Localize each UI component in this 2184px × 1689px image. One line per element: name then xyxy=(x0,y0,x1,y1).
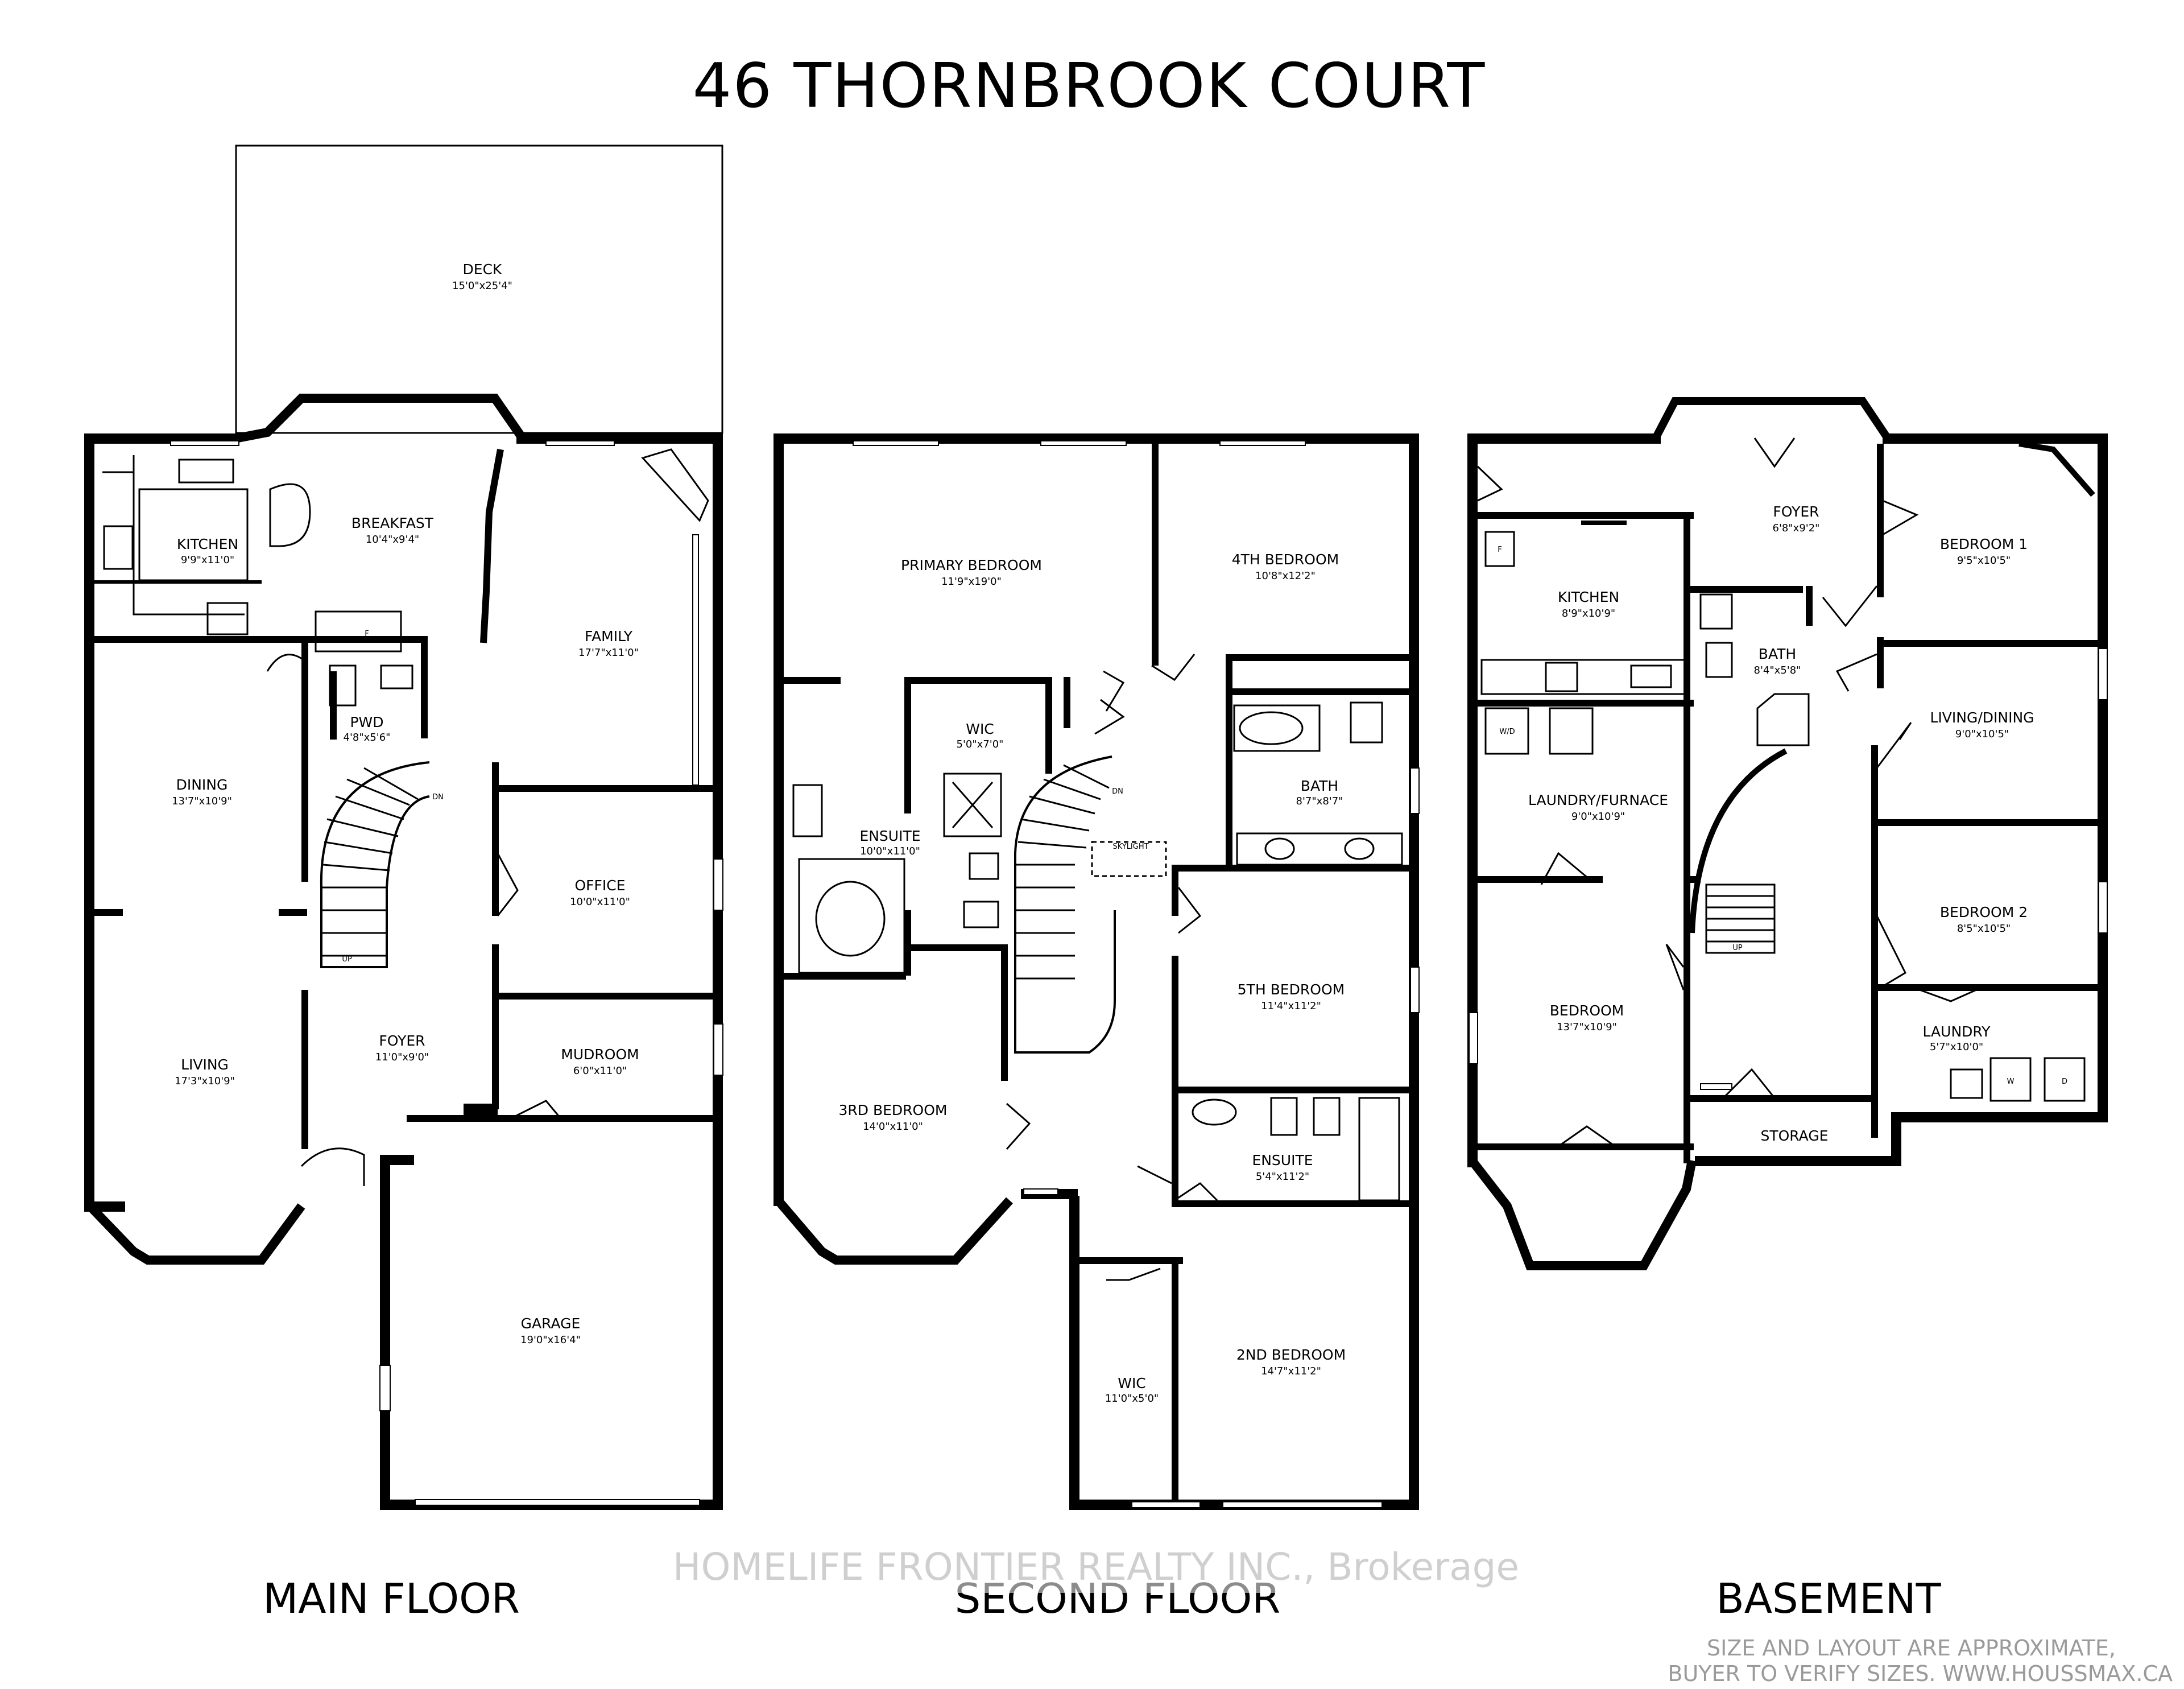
bedroom1-dimensions: 9'5"x10'5" xyxy=(1957,555,2011,567)
fridge-label-basement: F xyxy=(1498,546,1502,554)
family-dimensions: 17'7"x11'0" xyxy=(578,647,639,659)
third-bedroom-label: 3RD BEDROOM xyxy=(839,1102,948,1118)
bedroom-basement-dimensions: 13'7"x10'9" xyxy=(1557,1021,1617,1033)
kitchen-label: KITCHEN xyxy=(177,536,238,552)
ensuite-primary-dimensions: 10'0"x11'0" xyxy=(860,845,920,857)
laundry-furnace-dimensions: 9'0"x10'9" xyxy=(1571,811,1625,823)
watermark-backdrop xyxy=(657,1542,1536,1593)
fourth-bedroom-dimensions: 10'8"x12'2" xyxy=(1255,570,1316,582)
stair-up-label-basement: UP xyxy=(1732,944,1743,952)
laundry-label: LAUNDRY xyxy=(1923,1023,1991,1040)
stair-down-label-second: DN xyxy=(1112,787,1123,796)
wic-primary-dimensions: 5'0"x7'0" xyxy=(957,738,1004,750)
pwd-label: PWD xyxy=(350,714,383,730)
deck-dimensions: 15'0"x25'4" xyxy=(452,280,512,292)
washer-label: W xyxy=(2007,1077,2015,1086)
stair-down-label-main: DN xyxy=(432,793,444,802)
foyer-basement-dimensions: 6'8"x9'2" xyxy=(1773,522,1820,534)
bedroom2-label: BEDROOM 2 xyxy=(1940,904,2028,920)
mudroom-label: MUDROOM xyxy=(561,1046,639,1063)
deck-outline xyxy=(235,144,723,434)
ensuite-second-dimensions: 5'4"x11'2" xyxy=(1256,1171,1309,1183)
storage-label: STORAGE xyxy=(1760,1128,1828,1144)
garage-label: GARAGE xyxy=(521,1315,581,1332)
office-dimensions: 10'0"x11'0" xyxy=(570,896,630,908)
fourth-bedroom-label: 4TH BEDROOM xyxy=(1232,551,1339,568)
dining-label: DINING xyxy=(176,777,228,793)
bath-basement-dimensions: 8'4"x5'8" xyxy=(1754,664,1801,676)
foyer-main-label: FOYER xyxy=(379,1033,425,1049)
pwd-dimensions: 4'8"x5'6" xyxy=(344,732,391,744)
kitchen-dimensions: 9'9"x11'0" xyxy=(181,554,234,566)
laundry-furnace-label: LAUNDRY/FURNACE xyxy=(1528,792,1668,808)
bath-second-dimensions: 8'7"x8'7" xyxy=(1296,795,1343,807)
skylight-label: SKYLIGHT xyxy=(1112,843,1148,851)
wic-second-dimensions: 11'0"x5'0" xyxy=(1105,1393,1159,1405)
living-dining-label: LIVING/DINING xyxy=(1930,709,2034,726)
second-bedroom-dimensions: 14'7"x11'2" xyxy=(1261,1365,1321,1377)
second-floor-plan: SKYLIGHT DN PRIMARY BEDROOM 11'9"x19'0" … xyxy=(774,433,1420,1510)
ensuite-second-label: ENSUITE xyxy=(1252,1152,1313,1168)
office-label: OFFICE xyxy=(574,877,625,894)
deck-label: DECK xyxy=(463,261,503,278)
laundry-dimensions: 5'7"x10'0" xyxy=(1930,1041,1983,1053)
wic-primary-label: WIC xyxy=(966,721,994,737)
family-label: FAMILY xyxy=(585,628,633,645)
breakfast-dimensions: 10'4"x9'4" xyxy=(366,534,419,546)
brokerage-watermark: HOMELIFE FRONTIER REALTY INC., Brokerage xyxy=(673,1545,1519,1589)
basement-label: BASEMENT xyxy=(1716,1575,1941,1622)
ensuite-primary-label: ENSUITE xyxy=(859,828,920,844)
foyer-main-dimensions: 11'0"x9'0" xyxy=(375,1051,429,1063)
fridge-label-main: F xyxy=(365,630,369,638)
bath-basement-label: BATH xyxy=(1759,646,1796,662)
washer-dryer-label: W/D xyxy=(1499,728,1515,736)
basement-plan: F W/D UP W D xyxy=(1467,397,2108,1270)
kitchen-basement-label: KITCHEN xyxy=(1558,589,1619,605)
living-dimensions: 17'3"x10'9" xyxy=(175,1075,235,1087)
dining-dimensions: 13'7"x10'9" xyxy=(172,795,232,807)
primary-bedroom-label: PRIMARY BEDROOM xyxy=(901,557,1042,573)
breakfast-label: BREAKFAST xyxy=(351,515,434,531)
main-floor-label: MAIN FLOOR xyxy=(263,1575,520,1622)
bedroom2-dimensions: 8'5"x10'5" xyxy=(1957,923,2011,935)
disclaimer-line-2: BUYER TO VERIFY SIZES. WWW.HOUSSMAX.CA xyxy=(1668,1661,2173,1686)
living-label: LIVING xyxy=(181,1056,229,1073)
second-bedroom-label: 2ND BEDROOM xyxy=(1236,1347,1346,1363)
primary-bedroom-dimensions: 11'9"x19'0" xyxy=(941,576,1002,588)
third-bedroom-dimensions: 14'0"x11'0" xyxy=(863,1121,923,1133)
kitchen-basement-dimensions: 8'9"x10'9" xyxy=(1562,608,1615,620)
fifth-bedroom-label: 5TH BEDROOM xyxy=(1238,981,1345,998)
living-dining-dimensions: 9'0"x10'5" xyxy=(1955,728,2009,740)
bedroom-basement-label: BEDROOM xyxy=(1550,1002,1624,1019)
foyer-basement-label: FOYER xyxy=(1773,503,1819,520)
wic-second-label: WIC xyxy=(1118,1375,1146,1391)
fifth-bedroom-dimensions: 11'4"x11'2" xyxy=(1261,1000,1321,1012)
stair-up-label-main: UP xyxy=(342,955,352,964)
bath-second-label: BATH xyxy=(1301,778,1338,794)
dryer-label: D xyxy=(2062,1077,2067,1086)
main-floor-plan: F UP DN KITCHEN 9'9"x11'0" BREAKFAST 10'… xyxy=(84,144,723,1510)
bedroom1-label: BEDROOM 1 xyxy=(1940,536,2028,552)
mudroom-dimensions: 6'0"x11'0" xyxy=(573,1065,627,1077)
disclaimer-line-1: SIZE AND LAYOUT ARE APPROXIMATE, xyxy=(1707,1636,2116,1661)
garage-dimensions: 19'0"x16'4" xyxy=(520,1334,581,1346)
plan-title: 46 THORNBROOK COURT xyxy=(693,51,1486,122)
